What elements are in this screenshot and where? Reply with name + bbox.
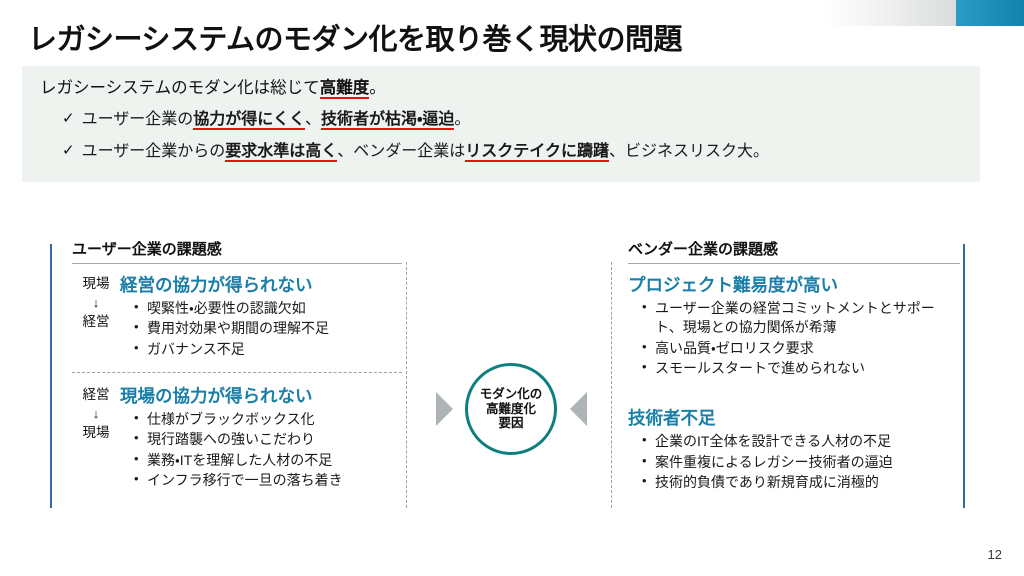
check2-part3: リスクテイクに躊躇	[465, 142, 609, 162]
list-item: 業務・ITを理解した人材の不足	[134, 450, 402, 470]
list-item: 現行踏襲への強いこだわり	[134, 429, 402, 449]
list-item: 案件重複によるレガシー技術者の逼迫	[642, 452, 960, 472]
check2-part4: 、ビジネスリスク大。	[608, 142, 769, 160]
panel-heading-rule	[72, 263, 402, 264]
check2-part0: ユーザー企業からの	[81, 142, 226, 160]
user-block-1-flow: 現場 ↓ 経営	[72, 272, 120, 332]
list-item: 高い品質・ゼロリスク要求	[642, 338, 960, 358]
user-block-1-bullets: 喫緊性・必要性の認識欠如 費用対効果や期間の理解不足 ガバナンス不足	[120, 298, 402, 359]
left-panel-dashed-rail	[406, 262, 407, 508]
list-item: スモールスタートで進められない	[642, 358, 960, 378]
banner-check-item: ✓ ユーザー企業の協力が得にくく、技術者が枯渇・逼迫。	[62, 109, 962, 130]
list-item: ガバナンス不足	[134, 339, 402, 359]
arrow-down-icon: ↓	[92, 405, 100, 421]
user-block-2-title: 現場の協力が得られない	[120, 385, 313, 406]
page-title: レガシーシステムのモダン化を取り巻く現状の問題	[28, 24, 683, 56]
user-company-panel: ユーザー企業の課題感 現場 ↓ 経営 経営の協力が得られない 喫緊性・必要性の認…	[72, 238, 402, 491]
user-block-1-body: 経営の協力が得られない 喫緊性・必要性の認識欠如 費用対効果や期間の理解不足 ガ…	[120, 272, 402, 360]
check1-part3: 技術者が枯渇・逼迫	[320, 110, 455, 130]
arrow-right-icon	[436, 392, 453, 426]
user-block-2-bullets: 仕様がブラックボックス化 現行踏襲への強いこだわり 業務・ITを理解した人材の不…	[120, 409, 402, 490]
vendor-block-2: 技術者不足 企業のIT全体を設計できる人材の不足 案件重複によるレガシー技術者の…	[628, 405, 960, 492]
check1-part2: 、	[304, 110, 321, 128]
arrow-left-icon	[570, 392, 587, 426]
banner-check-text: ユーザー企業の協力が得にくく、技術者が枯渇・逼迫。	[81, 110, 471, 130]
center-node-line-3: 要因	[498, 416, 524, 431]
list-item: 企業のIT全体を設計できる人材の不足	[642, 431, 960, 451]
header-gradient-bar	[820, 0, 956, 26]
center-node: モダン化の 高難度化 要因	[465, 363, 557, 455]
center-node-line-1: モダン化の	[479, 386, 543, 401]
vendor-company-panel-heading: ベンダー企業の課題感	[628, 241, 779, 258]
check-icon: ✓	[62, 109, 75, 127]
vendor-block-1: プロジェクト難易度が高い ユーザー企業の経営コミットメントとサポート、現場との協…	[628, 272, 960, 378]
check1-part1: 協力が得にくく	[193, 110, 305, 130]
flow-from-label: 現場	[82, 276, 110, 291]
check1-part0: ユーザー企業の	[81, 110, 194, 128]
user-block-2-body: 現場の協力が得られない 仕様がブラックボックス化 現行踏襲への強いこだわり 業務…	[120, 383, 402, 491]
page-number: 12	[987, 547, 1002, 562]
user-panel-divider	[72, 371, 402, 373]
user-block-1: 現場 ↓ 経営 経営の協力が得られない 喫緊性・必要性の認識欠如 費用対効果や期…	[72, 272, 402, 360]
vendor-block-1-bullets: ユーザー企業の経営コミットメントとサポート、現場との協力関係が希薄 高い品質・ゼ…	[628, 298, 960, 378]
left-panel-accent-rail	[50, 244, 52, 508]
list-item: インフラ移行で一旦の落ち着き	[134, 470, 402, 490]
banner-lead-before: レガシーシステムのモダン化は総じて	[40, 79, 320, 97]
header-accent-bar	[956, 0, 1024, 26]
banner-lead-emphasis: 高難度	[319, 79, 370, 99]
list-item: 費用対効果や期間の理解不足	[134, 318, 402, 338]
banner-lead-after: 。	[369, 79, 386, 97]
center-node-line-2: 高難度化	[485, 401, 536, 416]
user-block-2: 経営 ↓ 現場 現場の協力が得られない 仕様がブラックボックス化 現行踏襲への強…	[72, 383, 402, 491]
list-item: 喫緊性・必要性の認識欠如	[134, 298, 402, 318]
banner-lead-text: レガシーシステムのモダン化は総じて高難度。	[40, 79, 962, 99]
vendor-block-2-bullets: 企業のIT全体を設計できる人材の不足 案件重複によるレガシー技術者の逼迫 技術的…	[628, 431, 960, 492]
vendor-company-panel: ベンダー企業の課題感 プロジェクト難易度が高い ユーザー企業の経営コミットメント…	[628, 238, 960, 493]
user-company-panel-heading: ユーザー企業の課題感	[72, 241, 222, 258]
vendor-panel-spacer	[628, 379, 960, 405]
flow-from-label: 経営	[82, 386, 110, 402]
check1-part4: 。	[454, 110, 471, 128]
banner-check-text: ユーザー企業からの要求水準は高く、ベンダー企業はリスクテイクに躊躇、ビジネスリス…	[81, 142, 769, 162]
right-panel-dashed-rail	[611, 262, 612, 508]
list-item: ユーザー企業の経営コミットメントとサポート、現場との協力関係が希薄	[642, 298, 960, 338]
header-decoration	[820, 0, 1024, 26]
arrow-down-icon: ↓	[92, 294, 100, 310]
summary-banner: レガシーシステムのモダン化は総じて高難度。 ✓ ユーザー企業の協力が得にくく、技…	[22, 66, 980, 182]
vendor-block-1-title: プロジェクト難易度が高い	[628, 275, 838, 295]
diagram-area: ユーザー企業の課題感 現場 ↓ 経営 経営の協力が得られない 喫緊性・必要性の認…	[0, 238, 1024, 513]
panel-heading-rule	[628, 263, 960, 264]
list-item: 仕様がブラックボックス化	[134, 409, 402, 429]
right-panel-accent-rail	[963, 244, 965, 508]
check-icon: ✓	[62, 141, 75, 159]
check2-part2: 、ベンダー企業は	[337, 142, 466, 160]
list-item: 技術的負債であり新規育成に消極的	[642, 472, 960, 492]
user-block-1-title: 経営の協力が得られない	[120, 275, 313, 295]
vendor-block-2-title: 技術者不足	[628, 408, 716, 429]
check2-part1: 要求水準は高く	[225, 142, 338, 162]
flow-to-label: 現場	[82, 425, 110, 441]
user-block-2-flow: 経営 ↓ 現場	[72, 383, 120, 443]
flow-to-label: 経営	[82, 314, 110, 330]
banner-check-item: ✓ ユーザー企業からの要求水準は高く、ベンダー企業はリスクテイクに躊躇、ビジネス…	[62, 141, 962, 162]
